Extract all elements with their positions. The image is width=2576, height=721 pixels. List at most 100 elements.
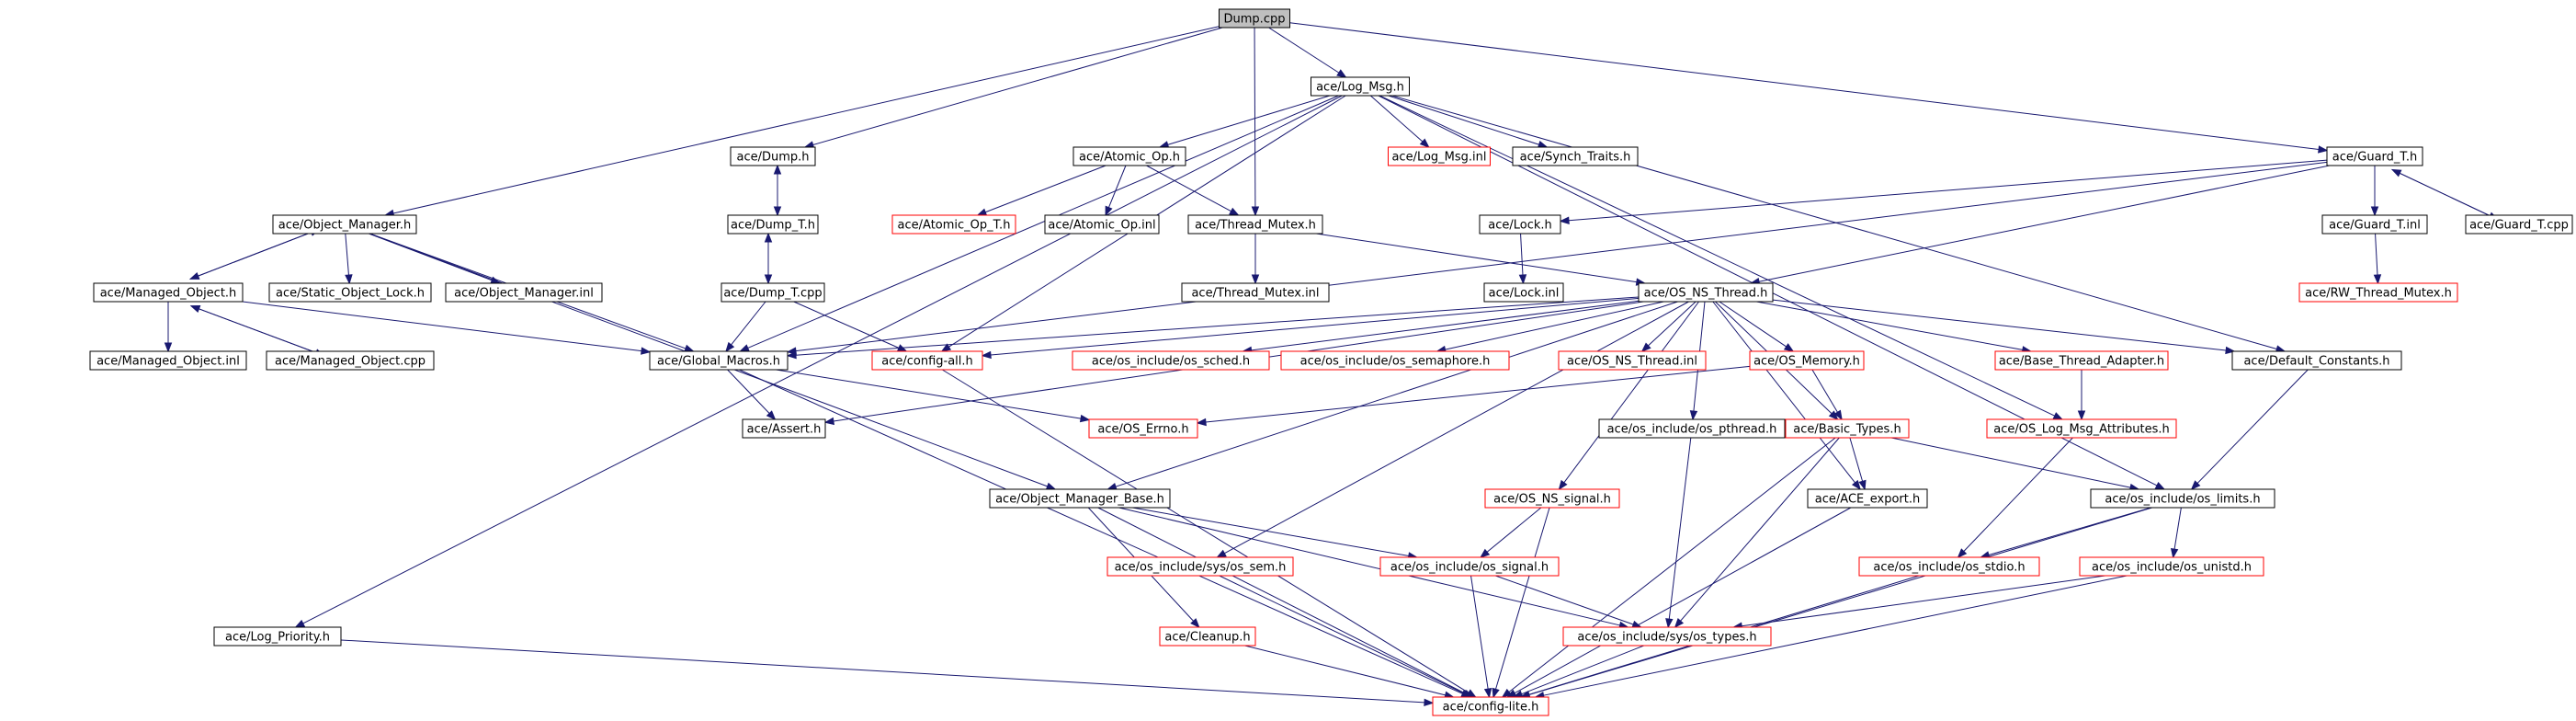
node-label: ace/Managed_Object.inl (96, 355, 240, 369)
edge-thread_mutex_h-to-thread_mutex_inl (1251, 234, 1260, 285)
edge-os_log_msg_attributes_h-to-os_stdio_h (1957, 437, 2073, 558)
node-label: ace/Dump_T.cpp (723, 287, 822, 301)
node-label: ace/Object_Manager.h (278, 219, 412, 233)
node-managed-object-h[interactable]: ace/Managed_Object.h (93, 282, 244, 303)
node-rw-thread-mutex-h[interactable]: ace/RW_Thread_Mutex.h (2298, 282, 2458, 303)
edge-os_ns_thread_h-to-global_macros_h (786, 296, 1640, 360)
node-os-types-h[interactable]: ace/os_include/sys/os_types.h (1562, 626, 1772, 647)
edge-os_ns_thread_h-to-base_thread_adapter_h (1756, 301, 2033, 354)
edge-os_ns_signal_h-to-os_signal_h (1480, 507, 1542, 558)
node-guard-t-cpp[interactable]: ace/Guard_T.cpp (2465, 214, 2573, 235)
nodes-layer: Dump.cpp ace/Log_Msg.h ace/Dump.h ace/Atomi… (89, 8, 2573, 716)
node-global-macros-h[interactable]: ace/Global_Macros.h (649, 350, 789, 371)
edge-object_manager_h-to-static_object_lock_h (345, 233, 353, 285)
node-basic-types-h[interactable]: ace/Basic_Types.h (1785, 418, 1910, 439)
edge-os_ns_thread_h-to-os_ns_signal_h (1558, 301, 1699, 491)
node-object-manager-base-h[interactable]: ace/Object_Manager_Base.h (989, 488, 1171, 509)
node-lock-h[interactable]: ace/Lock.h (1479, 214, 1561, 235)
node-os-ns-signal-h[interactable]: ace/OS_NS_signal.h (1484, 488, 1620, 509)
edge-log_msg_h-to-os_log_msg_attributes_h (1379, 95, 2064, 420)
edge-os_limits_h-to-config_lite_h (1519, 507, 2152, 699)
edge-guard_t_inl-to-rw_thread_mutex_h (2373, 233, 2382, 285)
edge-managed_object_h-to-global_macros_h (242, 301, 652, 355)
node-os-semaphore-h[interactable]: ace/os_include/os_semaphore.h (1280, 350, 1510, 371)
edge-guard_t_h-to-guard_t_inl (2370, 166, 2379, 217)
edge-dump_cpp-to-log_msg_h (1268, 27, 1347, 78)
node-os-errno-h[interactable]: ace/OS_Errno.h (1088, 418, 1198, 439)
node-label: ace/Atomic_Op.inl (1048, 219, 1155, 233)
node-os-stdio-h[interactable]: ace/os_include/os_stdio.h (1858, 556, 2040, 577)
edge-basic_types_h-to-os_types_h (1674, 437, 1840, 629)
node-label: ace/Synch_Traits.h (1520, 151, 1631, 165)
node-object-manager-h[interactable]: ace/Object_Manager.h (272, 214, 417, 235)
node-assert-h[interactable]: ace/Assert.h (742, 418, 826, 439)
edge-dump_t_cpp-to-dump_t_h (764, 232, 773, 283)
node-log-priority-h[interactable]: ace/Log_Priority.h (213, 626, 342, 647)
node-lock-inl[interactable]: ace/Lock.inl (1483, 282, 1564, 303)
edge-os_ns_thread_h-to-default_constants_h (1772, 299, 2236, 355)
node-label: ace/RW_Thread_Mutex.h (2305, 287, 2452, 301)
edge-default_constants_h-to-os_limits_h (2190, 369, 2309, 490)
node-static-object-lock-h[interactable]: ace/Static_Object_Lock.h (268, 282, 432, 303)
node-thread-mutex-h[interactable]: ace/Thread_Mutex.h (1187, 214, 1323, 235)
edge-lock_h-to-lock_inl (1518, 233, 1527, 285)
node-label: ace/OS_NS_signal.h (1493, 493, 1611, 507)
edge-thread_mutex_h-to-os_ns_thread_h (1316, 233, 1647, 286)
node-base-thread-adapter-h[interactable]: ace/Base_Thread_Adapter.h (1994, 350, 2169, 371)
node-os-log-msg-attributes-h[interactable]: ace/OS_Log_Msg_Attributes.h (1986, 418, 2177, 439)
node-managed-object-inl[interactable]: ace/Managed_Object.inl (89, 350, 247, 371)
node-os-unistd-h[interactable]: ace/os_include/os_unistd.h (2079, 556, 2264, 577)
node-os-memory-h[interactable]: ace/OS_Memory.h (1749, 350, 1865, 371)
node-atomic-op-h[interactable]: ace/Atomic_Op.h (1072, 146, 1186, 166)
node-atomic-op-t-h[interactable]: ace/Atomic_Op_T.h (891, 214, 1016, 235)
node-label: ace/os_include/sys/os_sem.h (1115, 561, 1287, 575)
node-guard-t-inl[interactable]: ace/Guard_T.inl (2321, 214, 2428, 235)
node-os-ns-thread-h[interactable]: ace/OS_NS_Thread.h (1638, 282, 1774, 303)
node-label: ace/os_include/os_signal.h (1390, 561, 1549, 575)
node-dump-cpp[interactable]: Dump.cpp (1219, 8, 1290, 29)
node-label: ace/Log_Priority.h (225, 631, 330, 645)
node-os-sem-h[interactable]: ace/os_include/sys/os_sem.h (1106, 556, 1294, 577)
node-synch-traits-h[interactable]: ace/Synch_Traits.h (1512, 146, 1639, 166)
edge-os_ns_thread_h-to-ace_export_h (1712, 301, 1861, 491)
node-ace-export-h[interactable]: ace/ACE_export.h (1807, 488, 1928, 509)
node-atomic-op-inl[interactable]: ace/Atomic_Op.inl (1044, 214, 1160, 235)
edge-atomic_op_h-to-thread_mutex_h (1146, 165, 1240, 216)
node-label: ace/os_include/os_stdio.h (1873, 561, 2025, 575)
edge-dump_cpp-to-object_manager_h (383, 26, 1220, 218)
node-guard-t-h[interactable]: ace/Guard_T.h (2326, 146, 2423, 166)
node-thread-mutex-inl[interactable]: ace/Thread_Mutex.inl (1181, 282, 1330, 303)
edge-os_pthread_h-to-os_types_h (1665, 437, 1692, 629)
edge-object_manager_base_h-to-config_lite_h (1097, 507, 1474, 698)
node-label: Dump.cpp (1224, 13, 1286, 27)
edge-log_msg_h-to-default_constants_h (1391, 95, 2287, 353)
node-label: ace/Managed_Object.h (100, 287, 237, 301)
node-os-limits-h[interactable]: ace/os_include/os_limits.h (2090, 488, 2275, 509)
edge-basic_types_h-to-os_limits_h (1890, 437, 2140, 492)
node-dump-t-cpp[interactable]: ace/Dump_T.cpp (721, 282, 825, 303)
node-default-constants-h[interactable]: ace/Default_Constants.h (2231, 350, 2402, 371)
node-log-msg-h[interactable]: ace/Log_Msg.h (1311, 76, 1410, 97)
node-config-lite-h[interactable]: ace/config-lite.h (1432, 696, 1549, 716)
node-label: ace/Cleanup.h (1164, 631, 1250, 645)
node-label: ace/OS_NS_Thread.h (1644, 287, 1768, 301)
node-dump-h[interactable]: ace/Dump.h (730, 146, 816, 166)
node-os-sched-h[interactable]: ace/os_include/os_sched.h (1072, 350, 1270, 371)
node-os-signal-h[interactable]: ace/os_include/os_signal.h (1379, 556, 1560, 577)
edge-dump_cpp-to-guard_t_h (1289, 22, 2329, 154)
node-label: ace/OS_Memory.h (1753, 355, 1860, 369)
node-label: ace/ACE_export.h (1815, 493, 1920, 507)
node-label: ace/Log_Msg.inl (1391, 151, 1486, 165)
edge-os_ns_signal_h-to-config_lite_h (1492, 507, 1550, 699)
node-config-all-h[interactable]: ace/config-all.h (871, 350, 983, 371)
node-dump-t-h[interactable]: ace/Dump_T.h (727, 214, 819, 235)
node-object-manager-inl[interactable]: ace/Object_Manager.inl (445, 282, 603, 303)
edge-os_types_h-to-config_lite_h (1512, 645, 1644, 698)
node-cleanup-h[interactable]: ace/Cleanup.h (1159, 626, 1256, 647)
edge-os_ns_thread_h-to-os_memory_h (1719, 301, 1795, 352)
node-log-msg-inl[interactable]: ace/Log_Msg.inl (1388, 146, 1491, 166)
node-managed-object-cpp[interactable]: ace/Managed_Object.cpp (266, 350, 435, 371)
node-os-ns-thread-inl[interactable]: ace/OS_NS_Thread.inl (1558, 350, 1707, 371)
edge-ace_export_h-to-config_lite_h (1505, 507, 1852, 698)
node-os-pthread-h[interactable]: ace/os_include/os_pthread.h (1598, 418, 1786, 439)
